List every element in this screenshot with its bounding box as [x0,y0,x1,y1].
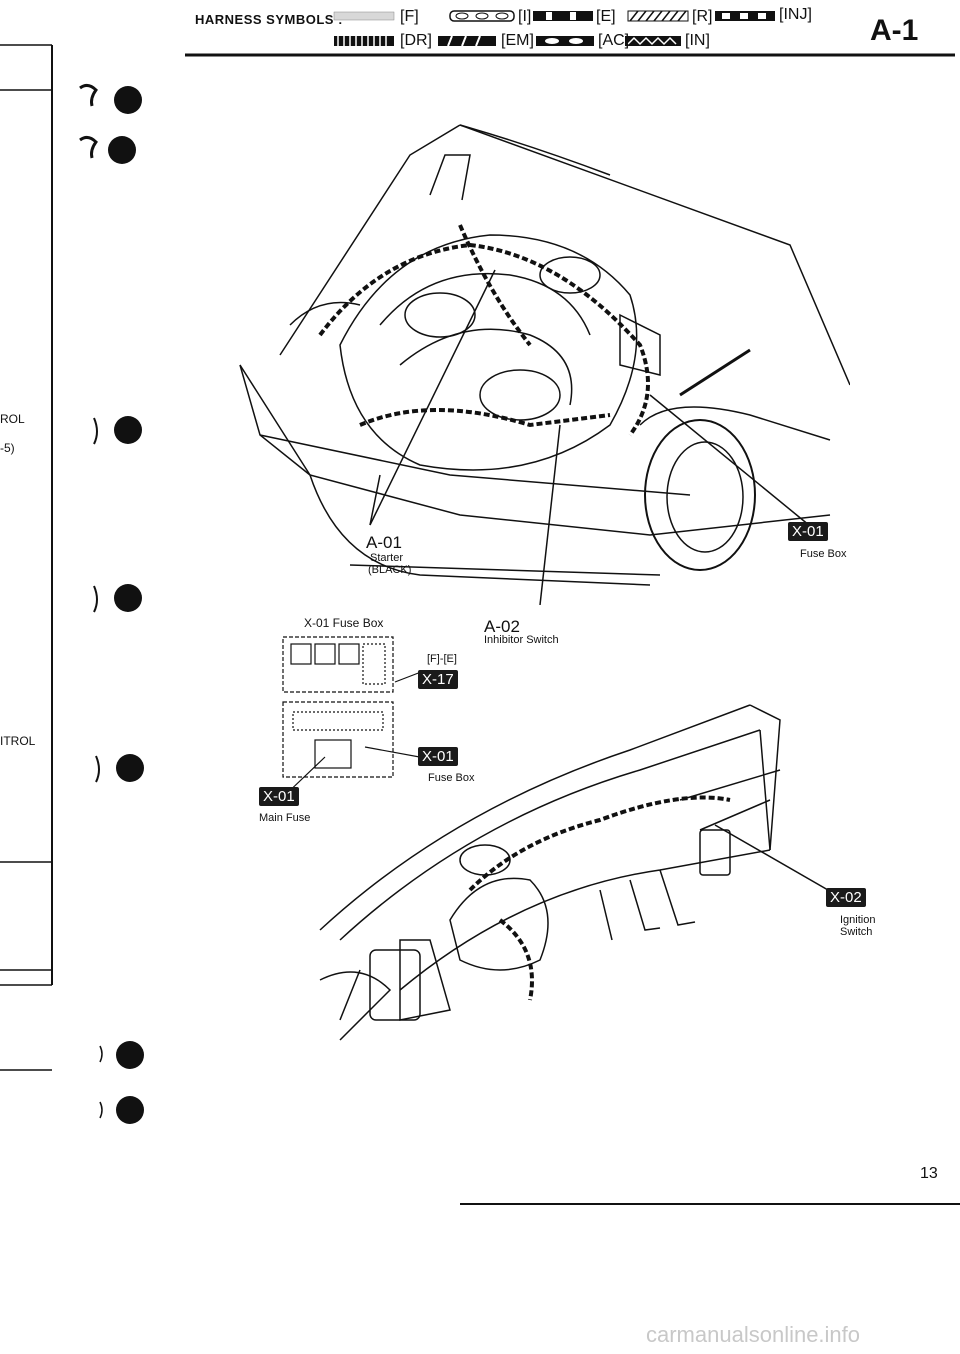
symbol-in: [IN] [685,32,710,49]
harness-symbol-icons [333,10,775,47]
symbol-inj: [INJ] [779,6,812,23]
watermark: carmanualsonline.info [646,1322,861,1347]
symbol-r: [R] [692,8,713,25]
left-margin-frame [0,44,53,1071]
x02-name-2: Switch [840,926,873,938]
a01-code: A-01 [366,533,402,552]
a01-color: (BLACK) [368,564,412,576]
fuse-box-title: X-01 Fuse Box [304,616,384,630]
symbol-e: [E] [596,8,616,25]
symbol-ac: [AC] [598,32,630,49]
page-number: 13 [920,1165,938,1182]
a02-code: A-02 [484,617,520,636]
symbol-dr: [DR] [400,32,432,49]
footer-rule [460,1203,960,1205]
x17-badge: X-17 [418,670,458,689]
engine-compartment-diagram [239,124,850,605]
main-fuse-badge: X-01 [259,787,299,806]
header-rule [185,53,955,57]
a01-name: Starter [370,552,404,564]
x01-name-engine: Fuse Box [800,548,847,560]
dashboard-diagram [319,704,829,1041]
x01-badge-engine: X-01 [788,522,828,541]
symbol-f: [F] [400,8,419,25]
symbol-em: [EM] [501,32,534,49]
symbol-i: [I] [518,8,532,25]
x02-badge: X-02 [826,888,866,907]
side-label-5: -5) [0,441,15,455]
side-label-itrol: ITROL [0,734,36,748]
fuse-box-diagram [279,636,426,801]
side-label-rol: ROL [0,412,25,426]
x01-badge-fuse: X-01 [418,747,458,766]
harness-symbol-row [333,10,775,47]
fe-label: [F]-[E] [427,653,457,665]
main-fuse-name: Main Fuse [259,812,311,824]
page-code: A-1 [870,14,919,47]
a02-name: Inhibitor Switch [484,634,559,646]
harness-symbols-title: HARNESS SYMBOLS : [195,12,343,27]
x02-name-1: Ignition [840,914,876,926]
binder-hole-icon [79,83,144,1124]
binder-marks [79,83,144,1124]
x01-name-fuse: Fuse Box [428,772,475,784]
